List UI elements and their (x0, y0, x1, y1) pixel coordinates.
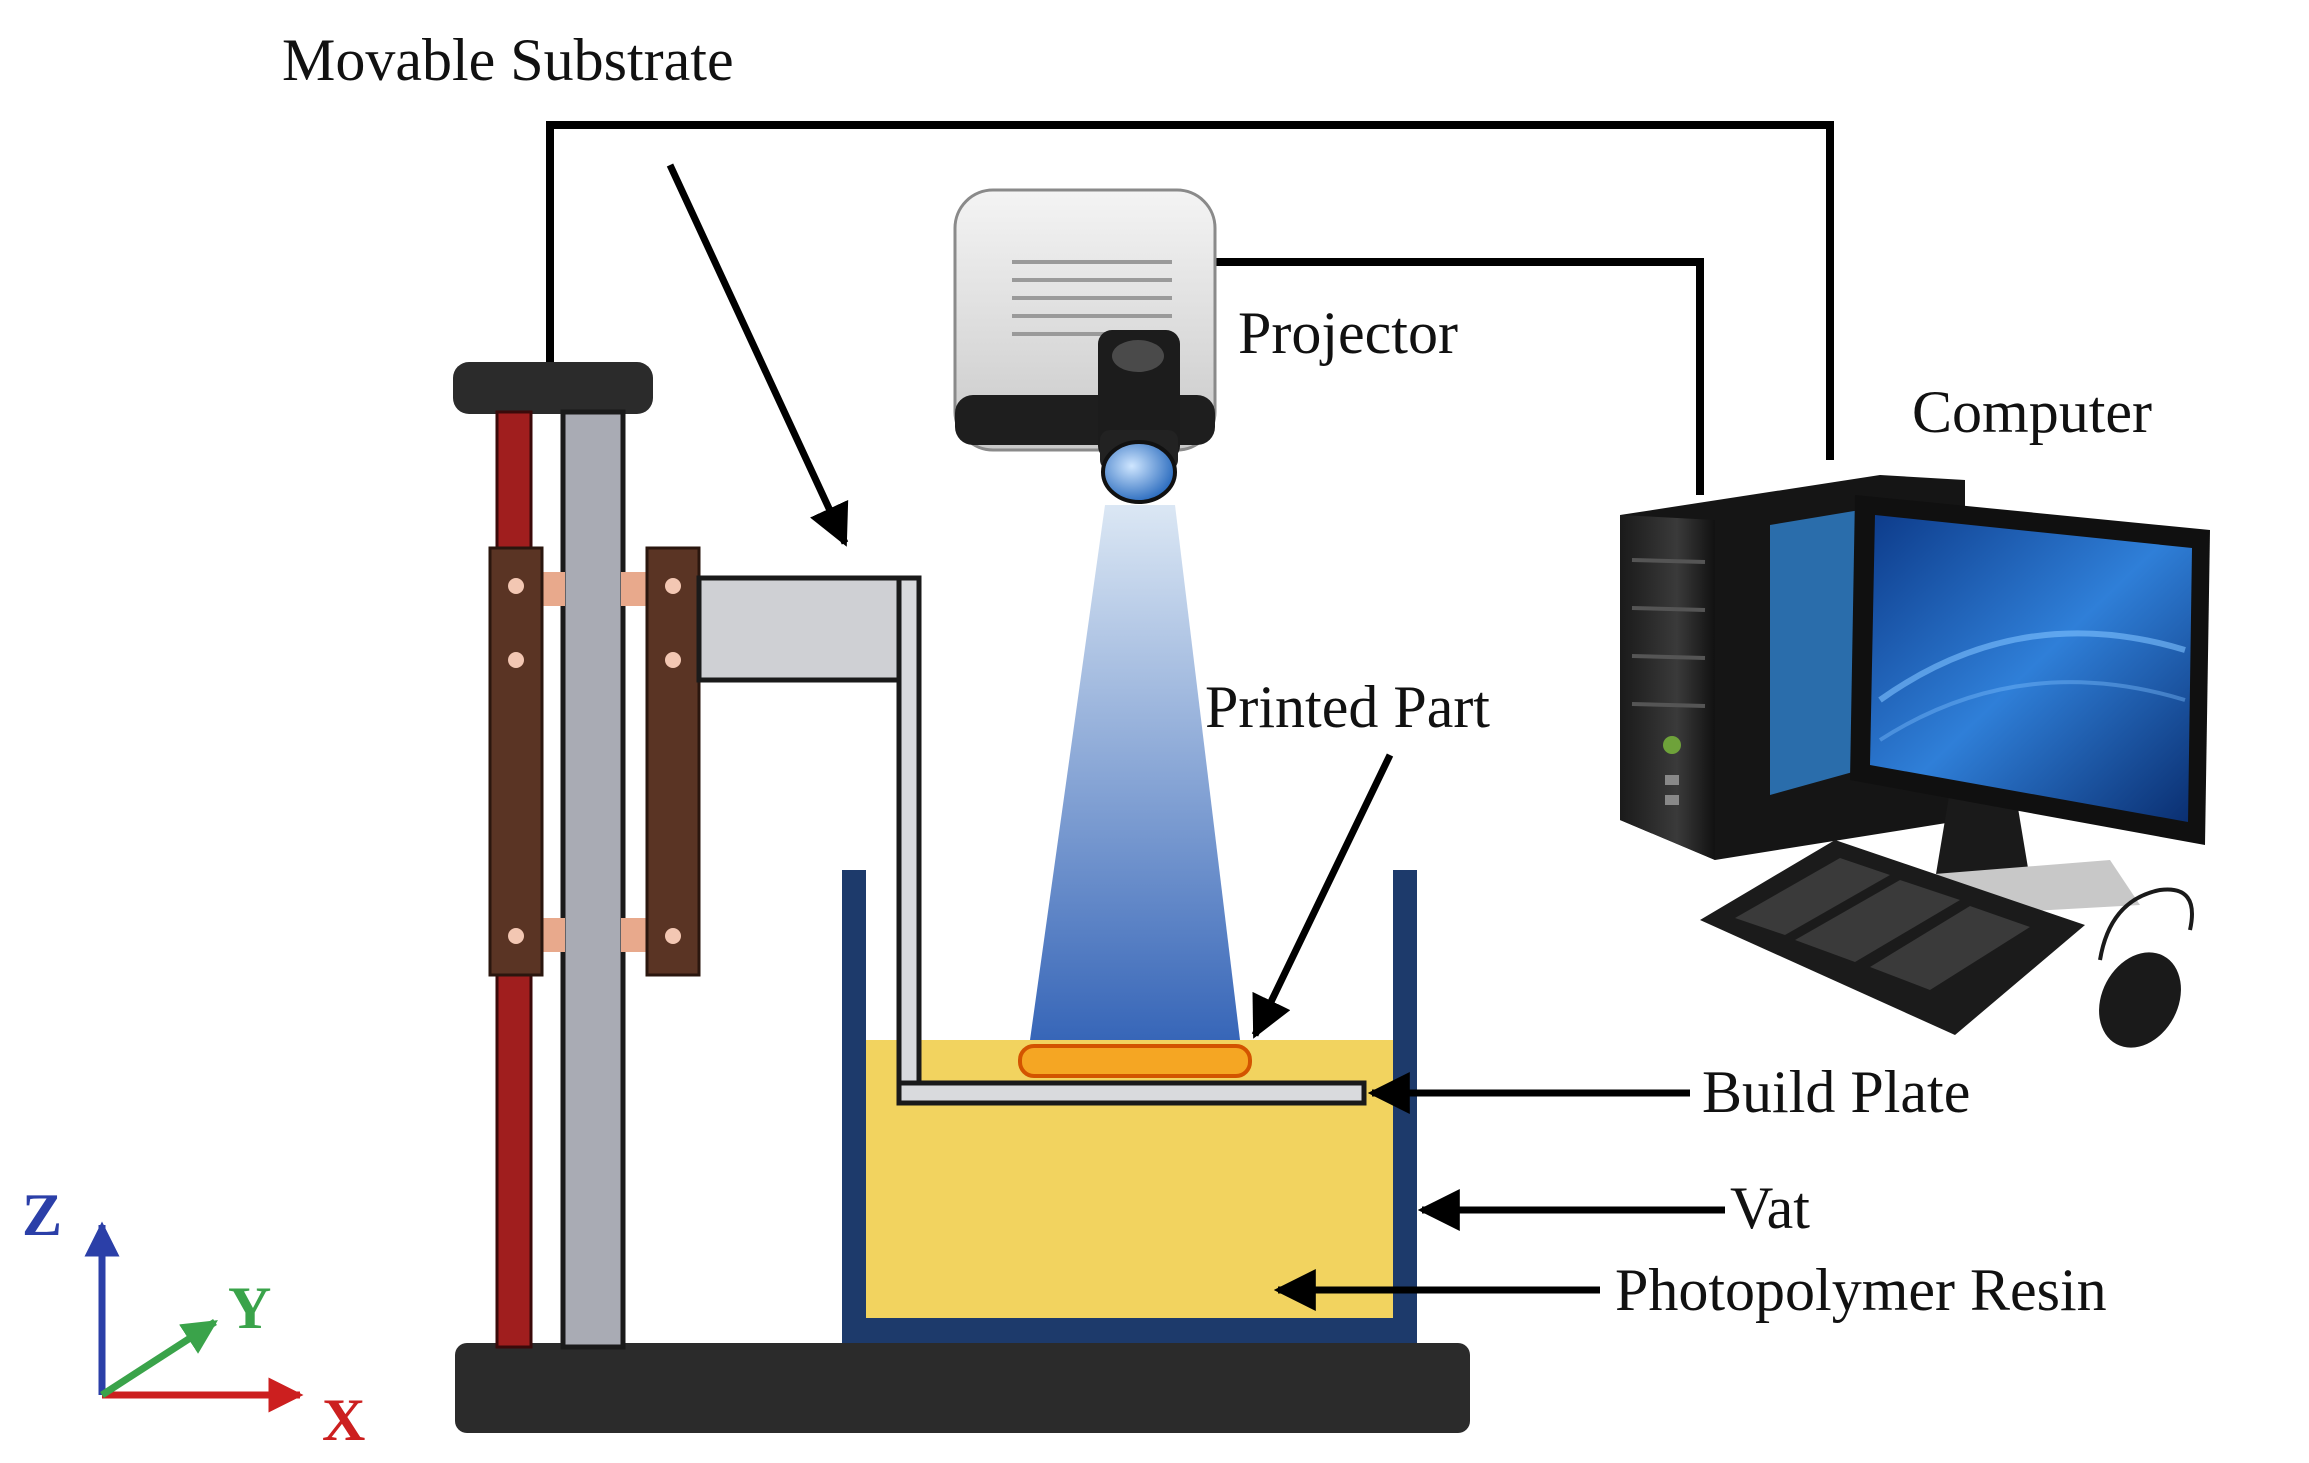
printed-part (1018, 1044, 1252, 1078)
y-axis (100, 1319, 218, 1398)
build-plate (896, 1080, 1367, 1106)
frame-top-cap (453, 362, 653, 414)
cable-to-frame (546, 121, 1834, 460)
label-build-plate: Build Plate (1702, 1059, 1970, 1125)
projector-icon (953, 188, 1217, 504)
light-beam (1030, 505, 1240, 1040)
substrate-arm (696, 575, 922, 1086)
arrow-printed-part (1251, 753, 1394, 1039)
arrow-movable-substrate (666, 163, 849, 547)
guide-rail (560, 409, 626, 1350)
carriage (488, 546, 701, 977)
y-axis-label: Y (228, 1275, 271, 1341)
label-projector: Projector (1238, 300, 1458, 366)
label-photopolymer-resin: Photopolymer Resin (1615, 1257, 2107, 1323)
label-vat: Vat (1730, 1175, 1810, 1241)
coordinate-axes: Z Y X (22, 1182, 365, 1453)
label-computer: Computer (1912, 379, 2152, 445)
label-printed-part: Printed Part (1205, 674, 1490, 740)
label-movable-substrate: Movable Substrate (282, 27, 734, 93)
cable-to-projector (1210, 258, 1704, 495)
base-platform (455, 1343, 1470, 1433)
desktop-computer-icon (1620, 475, 2210, 1048)
z-axis-label: Z (22, 1182, 62, 1248)
x-axis-label: X (322, 1387, 365, 1453)
